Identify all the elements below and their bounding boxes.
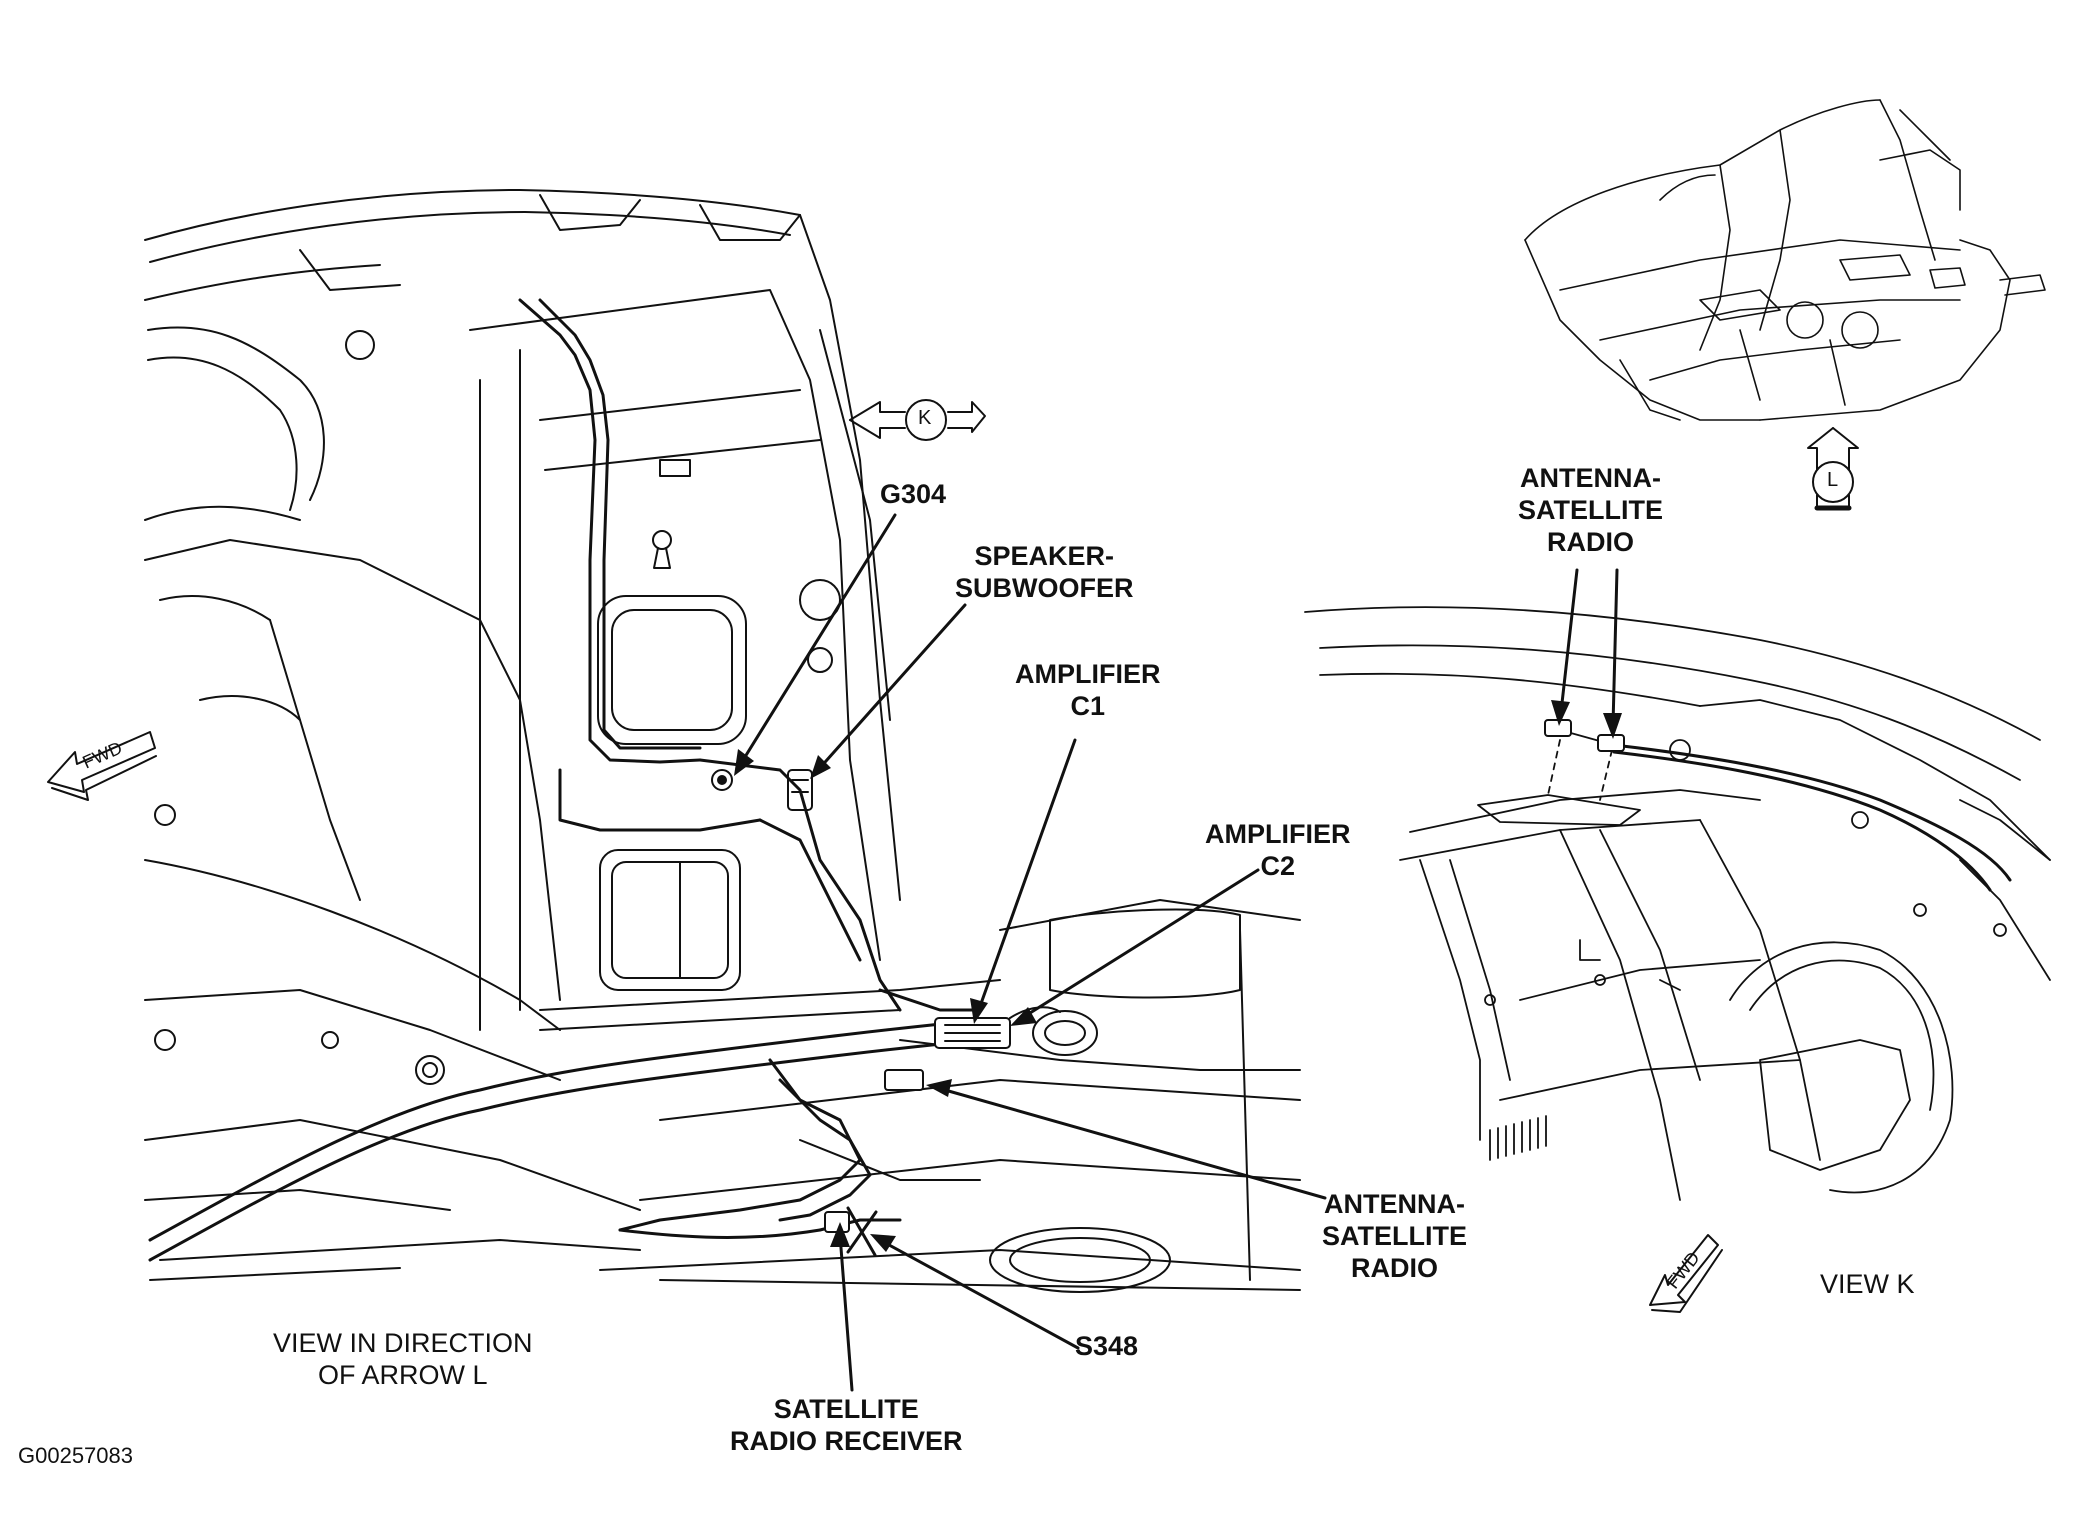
label-g304: G304 [880,479,947,509]
label-antenna-left-line2: SATELLITE [1322,1221,1467,1251]
view-k-arrow-shape [849,399,986,441]
fwd-arrow-right-shape [1649,1234,1723,1313]
label-amplifier-c1-line2: C1 [1070,691,1105,721]
label-amplifier-c1: AMPLIFIER C1 [1015,658,1161,722]
label-speaker-subwoofer-line2: SUBWOOFER [955,573,1134,603]
splice-s348-mark [846,1206,878,1257]
subwoofer-connector [787,769,813,811]
label-antenna-satellite-radio-right: ANTENNA- SATELLITE RADIO [1518,462,1663,558]
caption-view-line2: OF ARROW L [318,1360,488,1390]
leader-arrowheads-left [734,749,1037,1252]
view-k-roof-structure [1304,606,2051,1201]
label-satellite-radio-receiver: SATELLITE RADIO RECEIVER [730,1393,963,1457]
label-speaker-subwoofer-line1: SPEAKER- [974,541,1115,571]
label-antenna-right-line2: SATELLITE [1518,495,1663,525]
leader-lines-left [738,513,1327,1392]
label-antenna-satellite-radio-left: ANTENNA- SATELLITE RADIO [1322,1188,1467,1284]
antenna-connector-left [884,1069,924,1091]
caption-view-k: VIEW K [1820,1269,1915,1299]
label-antenna-left-line1: ANTENNA- [1324,1189,1465,1219]
satellite-receiver-connector [824,1211,850,1233]
label-speaker-subwoofer: SPEAKER- SUBWOOFER [955,540,1134,604]
arrow-l-letter: L [1827,469,1839,491]
view-l-arrow-shape [1807,427,1859,511]
label-antenna-right-line1: ANTENNA- [1520,463,1661,493]
fwd-arrow-left-shape [47,731,157,801]
label-receiver-line2: RADIO RECEIVER [730,1426,963,1456]
caption-view-line1: VIEW IN DIRECTION [273,1328,533,1358]
label-antenna-left-line3: RADIO [1351,1253,1438,1283]
leader-lines-right [1559,568,1619,727]
figure-code: G00257083 [18,1443,133,1468]
antenna-connectors-view-k [1544,719,1625,752]
leader-arrowheads-right [1551,700,1622,739]
wiring-harness [148,298,982,1262]
label-amplifier-c2-line2: C2 [1260,851,1295,881]
label-s348: S348 [1075,1331,1139,1361]
vehicle-body-overview [1524,99,2046,421]
label-amplifier-c2: AMPLIFIER C2 [1205,818,1351,882]
label-receiver-line1: SATELLITE [773,1394,919,1424]
amplifier-c1-connector [934,1017,1011,1049]
label-amplifier-c1-line1: AMPLIFIER [1015,659,1161,689]
label-amplifier-c2-line1: AMPLIFIER [1205,819,1351,849]
ground-ring-terminal-g304 [711,769,733,791]
trunk-body-outline [144,189,1301,1293]
label-antenna-right-line3: RADIO [1547,527,1634,557]
arrow-k-letter: K [918,407,932,429]
caption-view-in-direction: VIEW IN DIRECTION OF ARROW L [273,1327,533,1391]
